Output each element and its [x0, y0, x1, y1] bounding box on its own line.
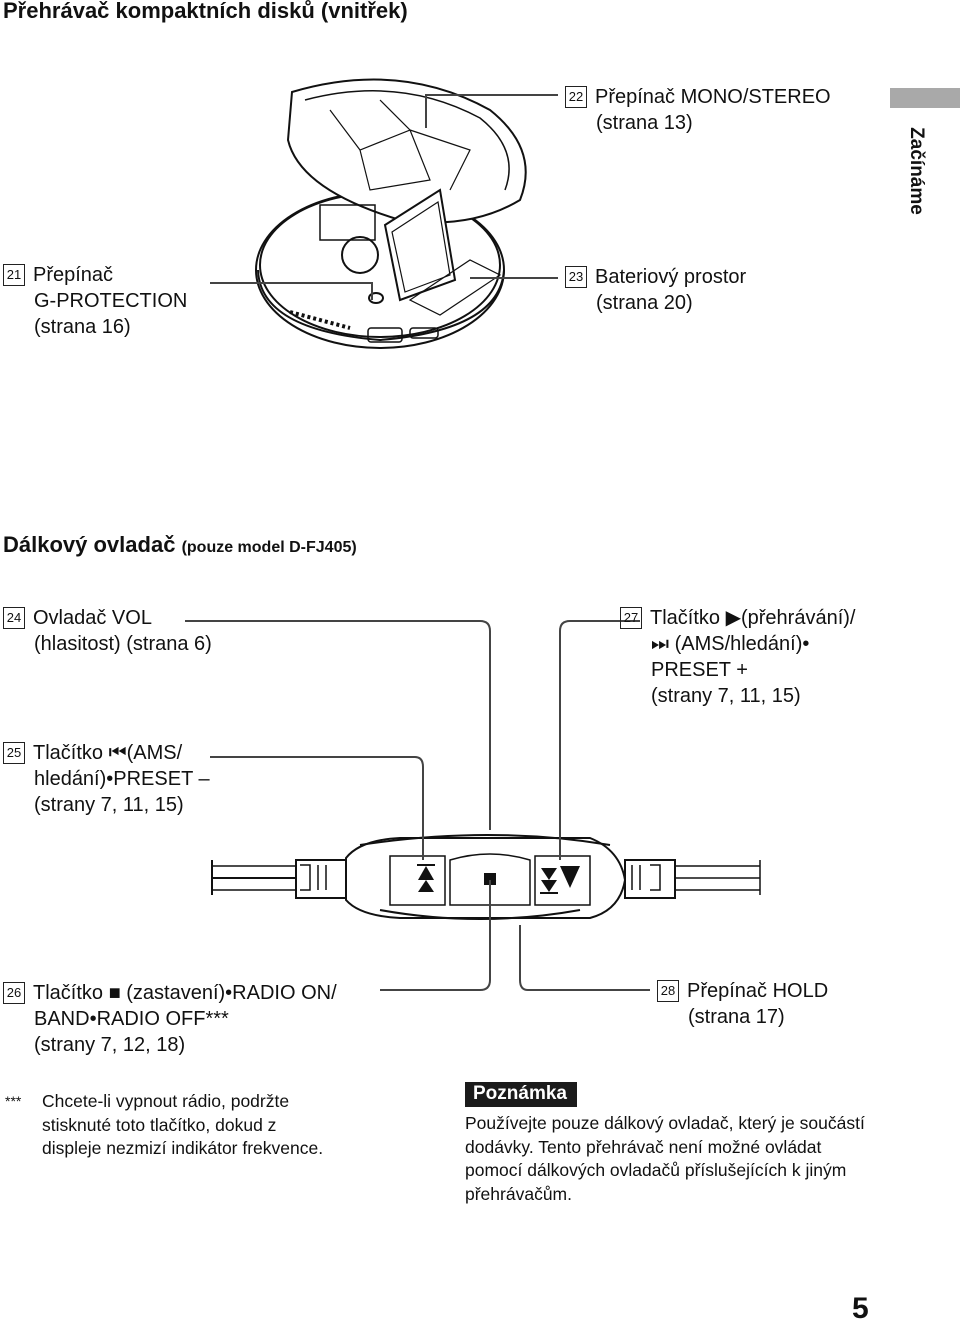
- footnote-marker: ***: [5, 1093, 22, 1109]
- callout-number: 23: [565, 266, 587, 288]
- previous-track-icon: ⏮: [108, 742, 127, 764]
- remote-illustration: [211, 834, 761, 920]
- page-number: 5: [852, 1292, 869, 1325]
- next-track-icon: ⏭: [651, 633, 669, 655]
- cd-player-illustration: [255, 78, 527, 349]
- leader-lines-player: [210, 94, 558, 300]
- callout-number: 26: [3, 982, 25, 1004]
- callout-number: 27: [620, 607, 642, 629]
- callout-number: 22: [565, 86, 587, 108]
- remote-section-title: Dálkový ovladač (pouze model D-FJ405): [3, 532, 357, 557]
- callout-number: 24: [3, 607, 25, 629]
- callout-number: 21: [3, 264, 25, 286]
- play-icon: ▶: [725, 607, 741, 629]
- note-text: Používejte pouze dálkový ovladač, který …: [465, 1113, 865, 1204]
- footnote-text: Chcete-li vypnout rádio, podržte stisknu…: [42, 1091, 324, 1158]
- side-tab-marker: [890, 88, 960, 108]
- leader-lines-remote: [185, 620, 650, 991]
- remote-button-icons: [417, 864, 580, 894]
- page-title: Přehrávač kompaktních disků (vnitřek): [3, 0, 408, 23]
- callout-number: 28: [657, 980, 679, 1002]
- footnote: *** Chcete-li vypnout rádio, podržte sti…: [5, 1090, 335, 1161]
- stop-icon: ■: [108, 982, 121, 1004]
- note-header: Poznámka: [465, 1082, 577, 1107]
- callout-number: 25: [3, 742, 25, 764]
